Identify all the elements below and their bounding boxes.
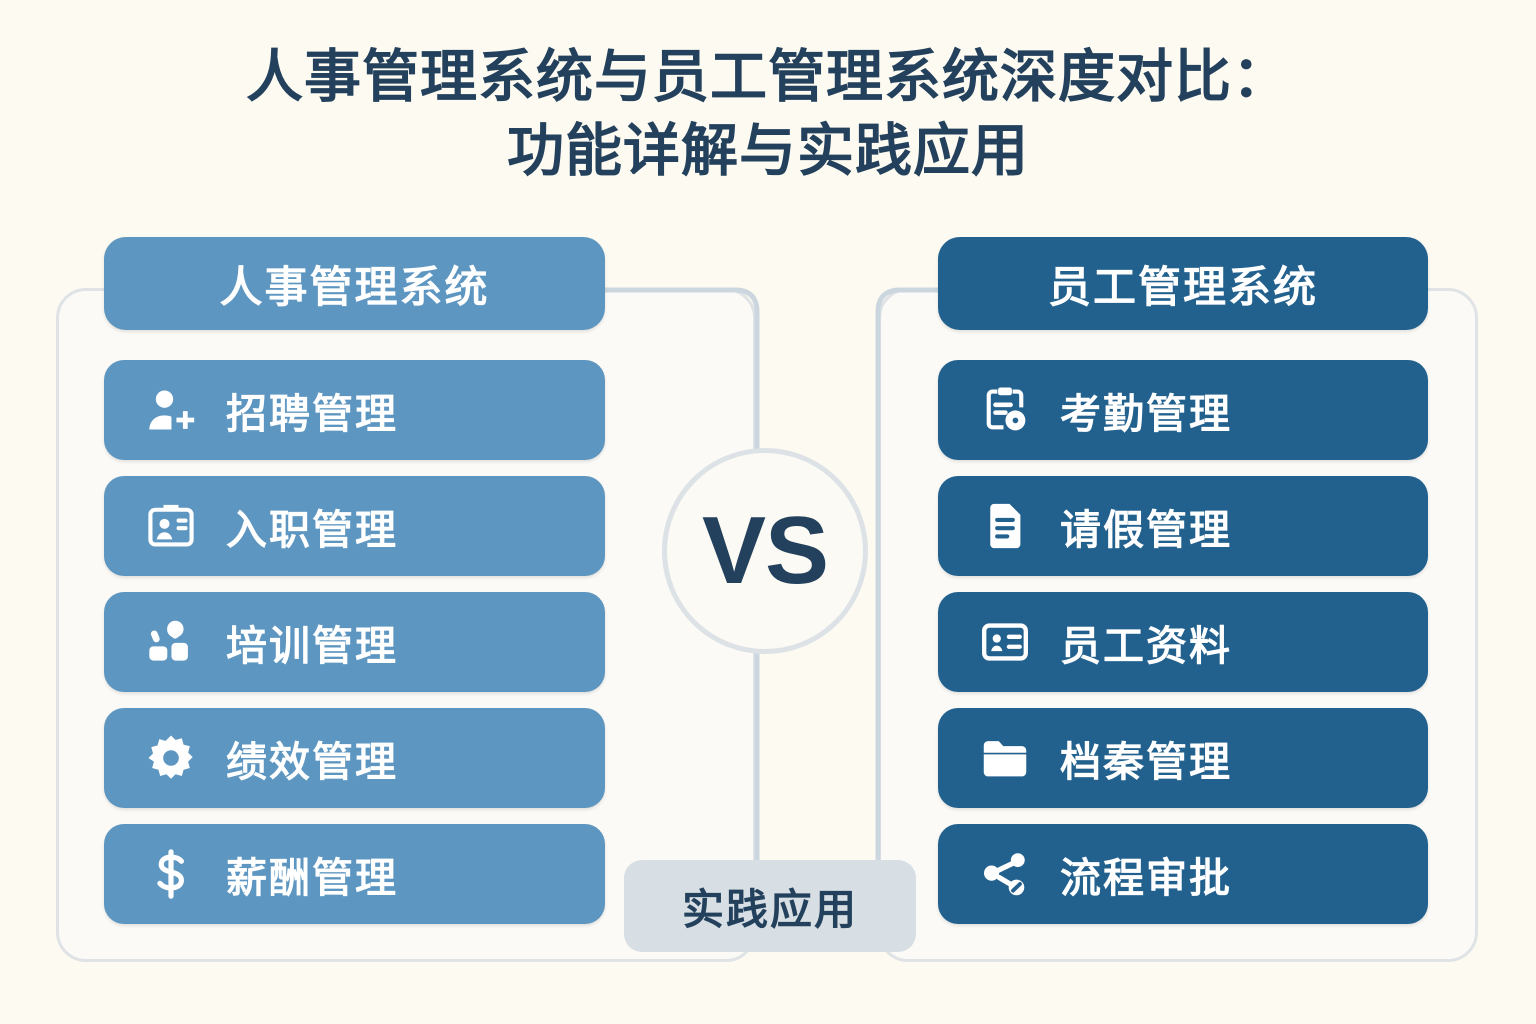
share-nodes-icon bbox=[976, 845, 1034, 903]
left-feature-training[interactable]: 培训管理 bbox=[104, 592, 605, 692]
right-feature-archive[interactable]: 档秦管理 bbox=[938, 708, 1428, 808]
right-feature-label: 请假管理 bbox=[1060, 507, 1232, 553]
right-feature-attendance[interactable]: 考勤管理 bbox=[938, 360, 1428, 460]
clipboard-clock-icon bbox=[976, 381, 1034, 439]
left-column: 人事管理系统 招聘管理 入职 bbox=[104, 237, 605, 924]
left-feature-label: 薪酬管理 bbox=[226, 855, 398, 901]
right-feature-label: 员工资料 bbox=[1060, 623, 1232, 669]
folder-icon bbox=[976, 729, 1034, 787]
id-badge-icon bbox=[976, 613, 1034, 671]
dollar-icon bbox=[142, 845, 200, 903]
right-column-header-label: 员工管理系统 bbox=[1048, 263, 1318, 312]
training-group-icon bbox=[142, 613, 200, 671]
left-column-header-label: 人事管理系统 bbox=[219, 263, 490, 312]
left-column-header: 人事管理系统 bbox=[104, 237, 605, 330]
user-plus-icon bbox=[142, 381, 200, 439]
left-feature-label: 招聘管理 bbox=[226, 391, 398, 437]
practice-application-badge[interactable]: 实践应用 bbox=[624, 860, 916, 952]
right-feature-label: 档秦管理 bbox=[1060, 739, 1232, 785]
right-feature-leave[interactable]: 请假管理 bbox=[938, 476, 1428, 576]
page-title: 人事管理系统与员工管理系统深度对比： 功能详解与实践应用 bbox=[0, 40, 1536, 188]
page-title-line-2: 功能详解与实践应用 bbox=[507, 119, 1029, 183]
right-feature-profile[interactable]: 员工资料 bbox=[938, 592, 1428, 692]
id-card-icon bbox=[142, 497, 200, 555]
left-feature-recruitment[interactable]: 招聘管理 bbox=[104, 360, 605, 460]
practice-application-label: 实践应用 bbox=[681, 885, 858, 933]
gear-icon bbox=[142, 729, 200, 787]
page-title-line-1: 人事管理系统与员工管理系统深度对比： bbox=[246, 45, 1290, 109]
right-column-header: 员工管理系统 bbox=[938, 237, 1428, 330]
vs-badge: VS bbox=[662, 448, 868, 654]
left-feature-compensation[interactable]: 薪酬管理 bbox=[104, 824, 605, 924]
right-feature-label: 流程审批 bbox=[1060, 855, 1232, 901]
vs-label: VS bbox=[701, 497, 829, 604]
right-feature-label: 考勤管理 bbox=[1060, 391, 1232, 437]
document-icon bbox=[976, 497, 1034, 555]
left-feature-onboarding[interactable]: 入职管理 bbox=[104, 476, 605, 576]
right-feature-approval[interactable]: 流程审批 bbox=[938, 824, 1428, 924]
left-feature-label: 入职管理 bbox=[226, 507, 398, 553]
left-feature-performance[interactable]: 绩效管理 bbox=[104, 708, 605, 808]
right-column: 员工管理系统 考勤管理 请假管理 bbox=[938, 237, 1428, 924]
left-feature-label: 绩效管理 bbox=[226, 739, 398, 785]
left-feature-label: 培训管理 bbox=[226, 623, 398, 669]
